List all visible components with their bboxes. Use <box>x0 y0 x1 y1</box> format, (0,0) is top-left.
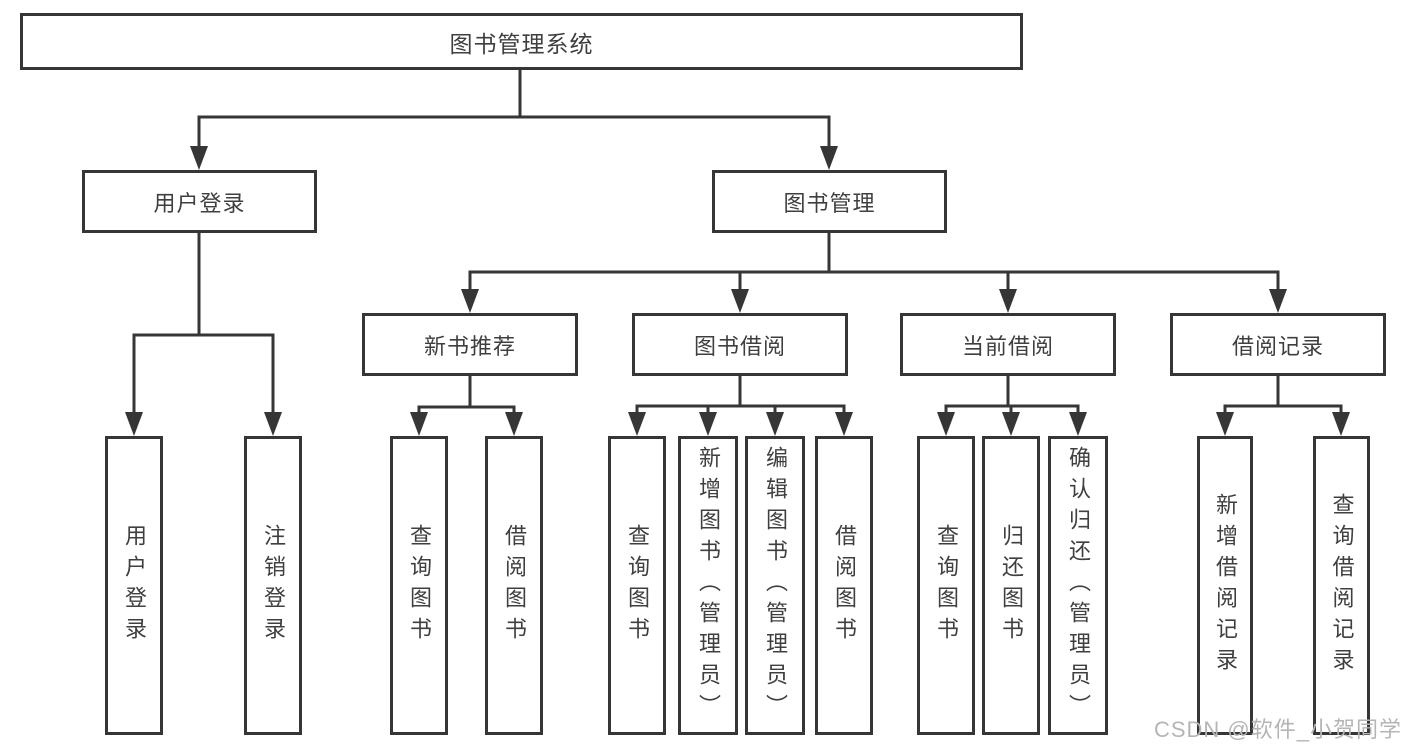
node-current-borrow-label: 当前借阅 <box>961 333 1054 359</box>
node-leaf-return-book: 归还图书 <box>982 436 1040 735</box>
connector-root-to-level2 <box>190 70 838 170</box>
connector-bookborrow-to-leaves <box>628 376 853 436</box>
node-leaf-user-login: 用户登录 <box>105 436 163 735</box>
node-leaf-logout-label: 注销登录 <box>261 523 286 648</box>
node-root: 图书管理系统 <box>20 13 1023 70</box>
node-leaf-add-borrow-record: 新增借阅记录 <box>1197 436 1253 735</box>
node-new-book-recommend: 新书推荐 <box>362 313 578 376</box>
node-leaf-edit-book-admin-label: 编辑图书（管理员） <box>763 446 788 725</box>
node-root-label: 图书管理系统 <box>449 30 594 57</box>
node-leaf-query-book-3-label: 查询图书 <box>934 523 959 648</box>
node-leaf-confirm-return-admin: 确认归还（管理员） <box>1048 436 1108 735</box>
connector-currentborrow-to-leaves <box>937 376 1087 436</box>
node-leaf-borrow-book-1: 借阅图书 <box>485 436 543 735</box>
connector-userlogin-to-leaves <box>125 233 282 436</box>
node-leaf-add-book-admin-label: 新增图书（管理员） <box>696 446 721 725</box>
node-leaf-query-book-1: 查询图书 <box>390 436 448 735</box>
node-leaf-query-book-2-label: 查询图书 <box>625 523 650 648</box>
node-leaf-add-book-admin: 新增图书（管理员） <box>678 436 738 735</box>
node-leaf-query-book-2: 查询图书 <box>608 436 666 735</box>
node-leaf-confirm-return-admin-label: 确认归还（管理员） <box>1066 446 1091 725</box>
node-leaf-query-book-3: 查询图书 <box>917 436 975 735</box>
connector-borrowrecord-to-leaves <box>1216 376 1350 436</box>
node-book-borrow: 图书借阅 <box>632 313 848 376</box>
connector-newbook-to-leaves <box>410 376 523 436</box>
node-borrow-record-label: 借阅记录 <box>1231 333 1324 359</box>
node-leaf-borrow-book-2: 借阅图书 <box>815 436 873 735</box>
node-book-borrow-label: 图书借阅 <box>693 333 786 359</box>
connector-bookmgmt-to-level3 <box>461 233 1287 313</box>
node-user-login-label: 用户登录 <box>153 190 246 216</box>
node-book-management: 图书管理 <box>712 170 947 233</box>
node-leaf-return-book-label: 归还图书 <box>999 523 1024 648</box>
node-leaf-borrow-book-1-label: 借阅图书 <box>502 523 527 648</box>
node-leaf-add-borrow-record-label: 新增借阅记录 <box>1213 492 1238 679</box>
node-user-login: 用户登录 <box>82 170 317 233</box>
node-leaf-query-borrow-record: 查询借阅记录 <box>1313 436 1370 735</box>
node-new-book-recommend-label: 新书推荐 <box>423 333 516 359</box>
node-leaf-user-login-label: 用户登录 <box>122 523 147 648</box>
node-leaf-query-book-1-label: 查询图书 <box>407 523 432 648</box>
node-leaf-edit-book-admin: 编辑图书（管理员） <box>745 436 805 735</box>
node-book-management-label: 图书管理 <box>783 190 876 216</box>
node-leaf-logout: 注销登录 <box>244 436 302 735</box>
node-current-borrow: 当前借阅 <box>900 313 1116 376</box>
node-leaf-borrow-book-2-label: 借阅图书 <box>832 523 857 648</box>
node-leaf-query-borrow-record-label: 查询借阅记录 <box>1329 492 1355 679</box>
node-borrow-record: 借阅记录 <box>1170 313 1386 376</box>
